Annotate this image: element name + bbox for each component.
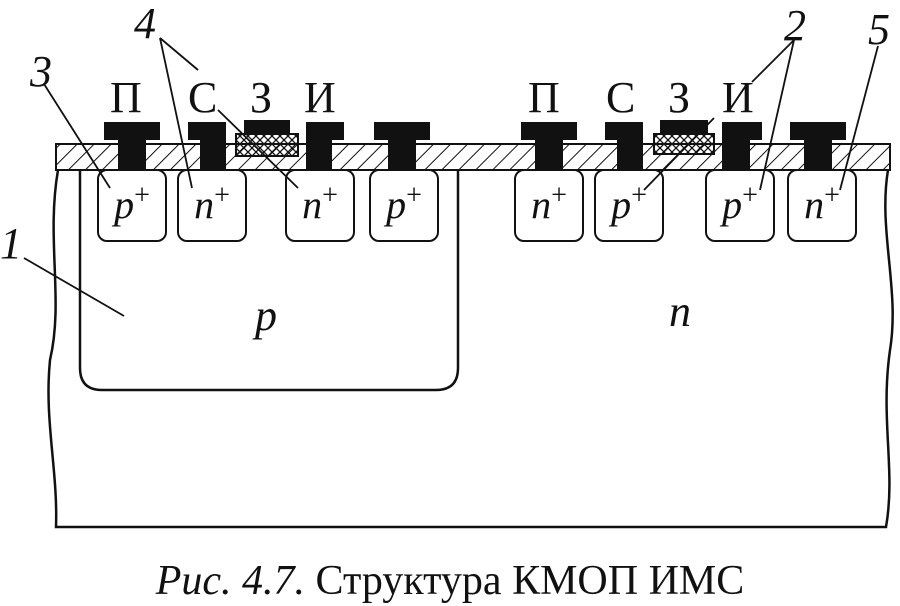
terminal-left-p: П xyxy=(110,73,142,122)
caption-prefix: Рис. 4.7. xyxy=(155,558,305,604)
figure-caption: Рис. 4.7. Структура КМОП ИМС xyxy=(155,558,745,604)
n-substrate-label: n xyxy=(669,287,691,336)
gate-right xyxy=(653,120,715,155)
contact-right-p xyxy=(521,122,577,170)
region-left-2-label: n+ xyxy=(194,180,230,227)
callout-3: 3 xyxy=(29,47,52,96)
contact-left-extra xyxy=(374,122,430,170)
terminal-right-z: З xyxy=(668,73,690,122)
terminal-right-p: П xyxy=(528,73,560,122)
p-well xyxy=(78,170,460,392)
terminal-right-s: С xyxy=(606,73,635,122)
caption-title: Структура КМОП ИМС xyxy=(316,558,745,604)
terminal-left-z: З xyxy=(250,73,272,122)
region-left-4-label: p+ xyxy=(383,180,422,227)
oxide-layer xyxy=(55,143,891,171)
callout-4: 4 xyxy=(134,0,156,48)
left-diffusions xyxy=(97,169,439,242)
callout-1: 1 xyxy=(0,219,22,268)
terminal-right-i: И xyxy=(722,73,754,122)
region-left-1-label: p+ xyxy=(111,180,150,227)
region-left-3-label: n+ xyxy=(302,180,338,227)
leader-c-left xyxy=(217,109,299,189)
contact-left-s xyxy=(188,122,226,170)
contact-right-extra xyxy=(790,122,846,170)
callout-5: 5 xyxy=(868,5,890,54)
substrate-outline xyxy=(47,169,894,529)
gate-left xyxy=(235,120,299,157)
leader-4a xyxy=(159,37,193,189)
p-well-label: p xyxy=(252,291,277,340)
contact-left-i xyxy=(306,122,344,170)
leader-3 xyxy=(43,83,111,189)
leader-2b xyxy=(759,39,795,191)
leader-z-right xyxy=(643,117,715,191)
leader-2a xyxy=(751,39,795,83)
contact-right-s xyxy=(605,122,643,170)
region-right-1-label: n+ xyxy=(531,180,567,227)
callout-2: 2 xyxy=(784,1,806,50)
terminal-left-i: И xyxy=(304,73,336,122)
leader-5 xyxy=(839,45,879,191)
region-right-2-label: p+ xyxy=(608,180,647,227)
leader-1 xyxy=(23,257,125,317)
terminal-left-s: С xyxy=(188,73,217,122)
region-right-3-label: p+ xyxy=(719,180,758,227)
right-diffusions xyxy=(514,169,857,242)
contact-right-i xyxy=(722,122,762,170)
region-right-4-label: n+ xyxy=(804,180,840,227)
leader-4b xyxy=(159,37,199,71)
leader-lines xyxy=(23,37,879,317)
contact-left-p xyxy=(104,122,160,170)
